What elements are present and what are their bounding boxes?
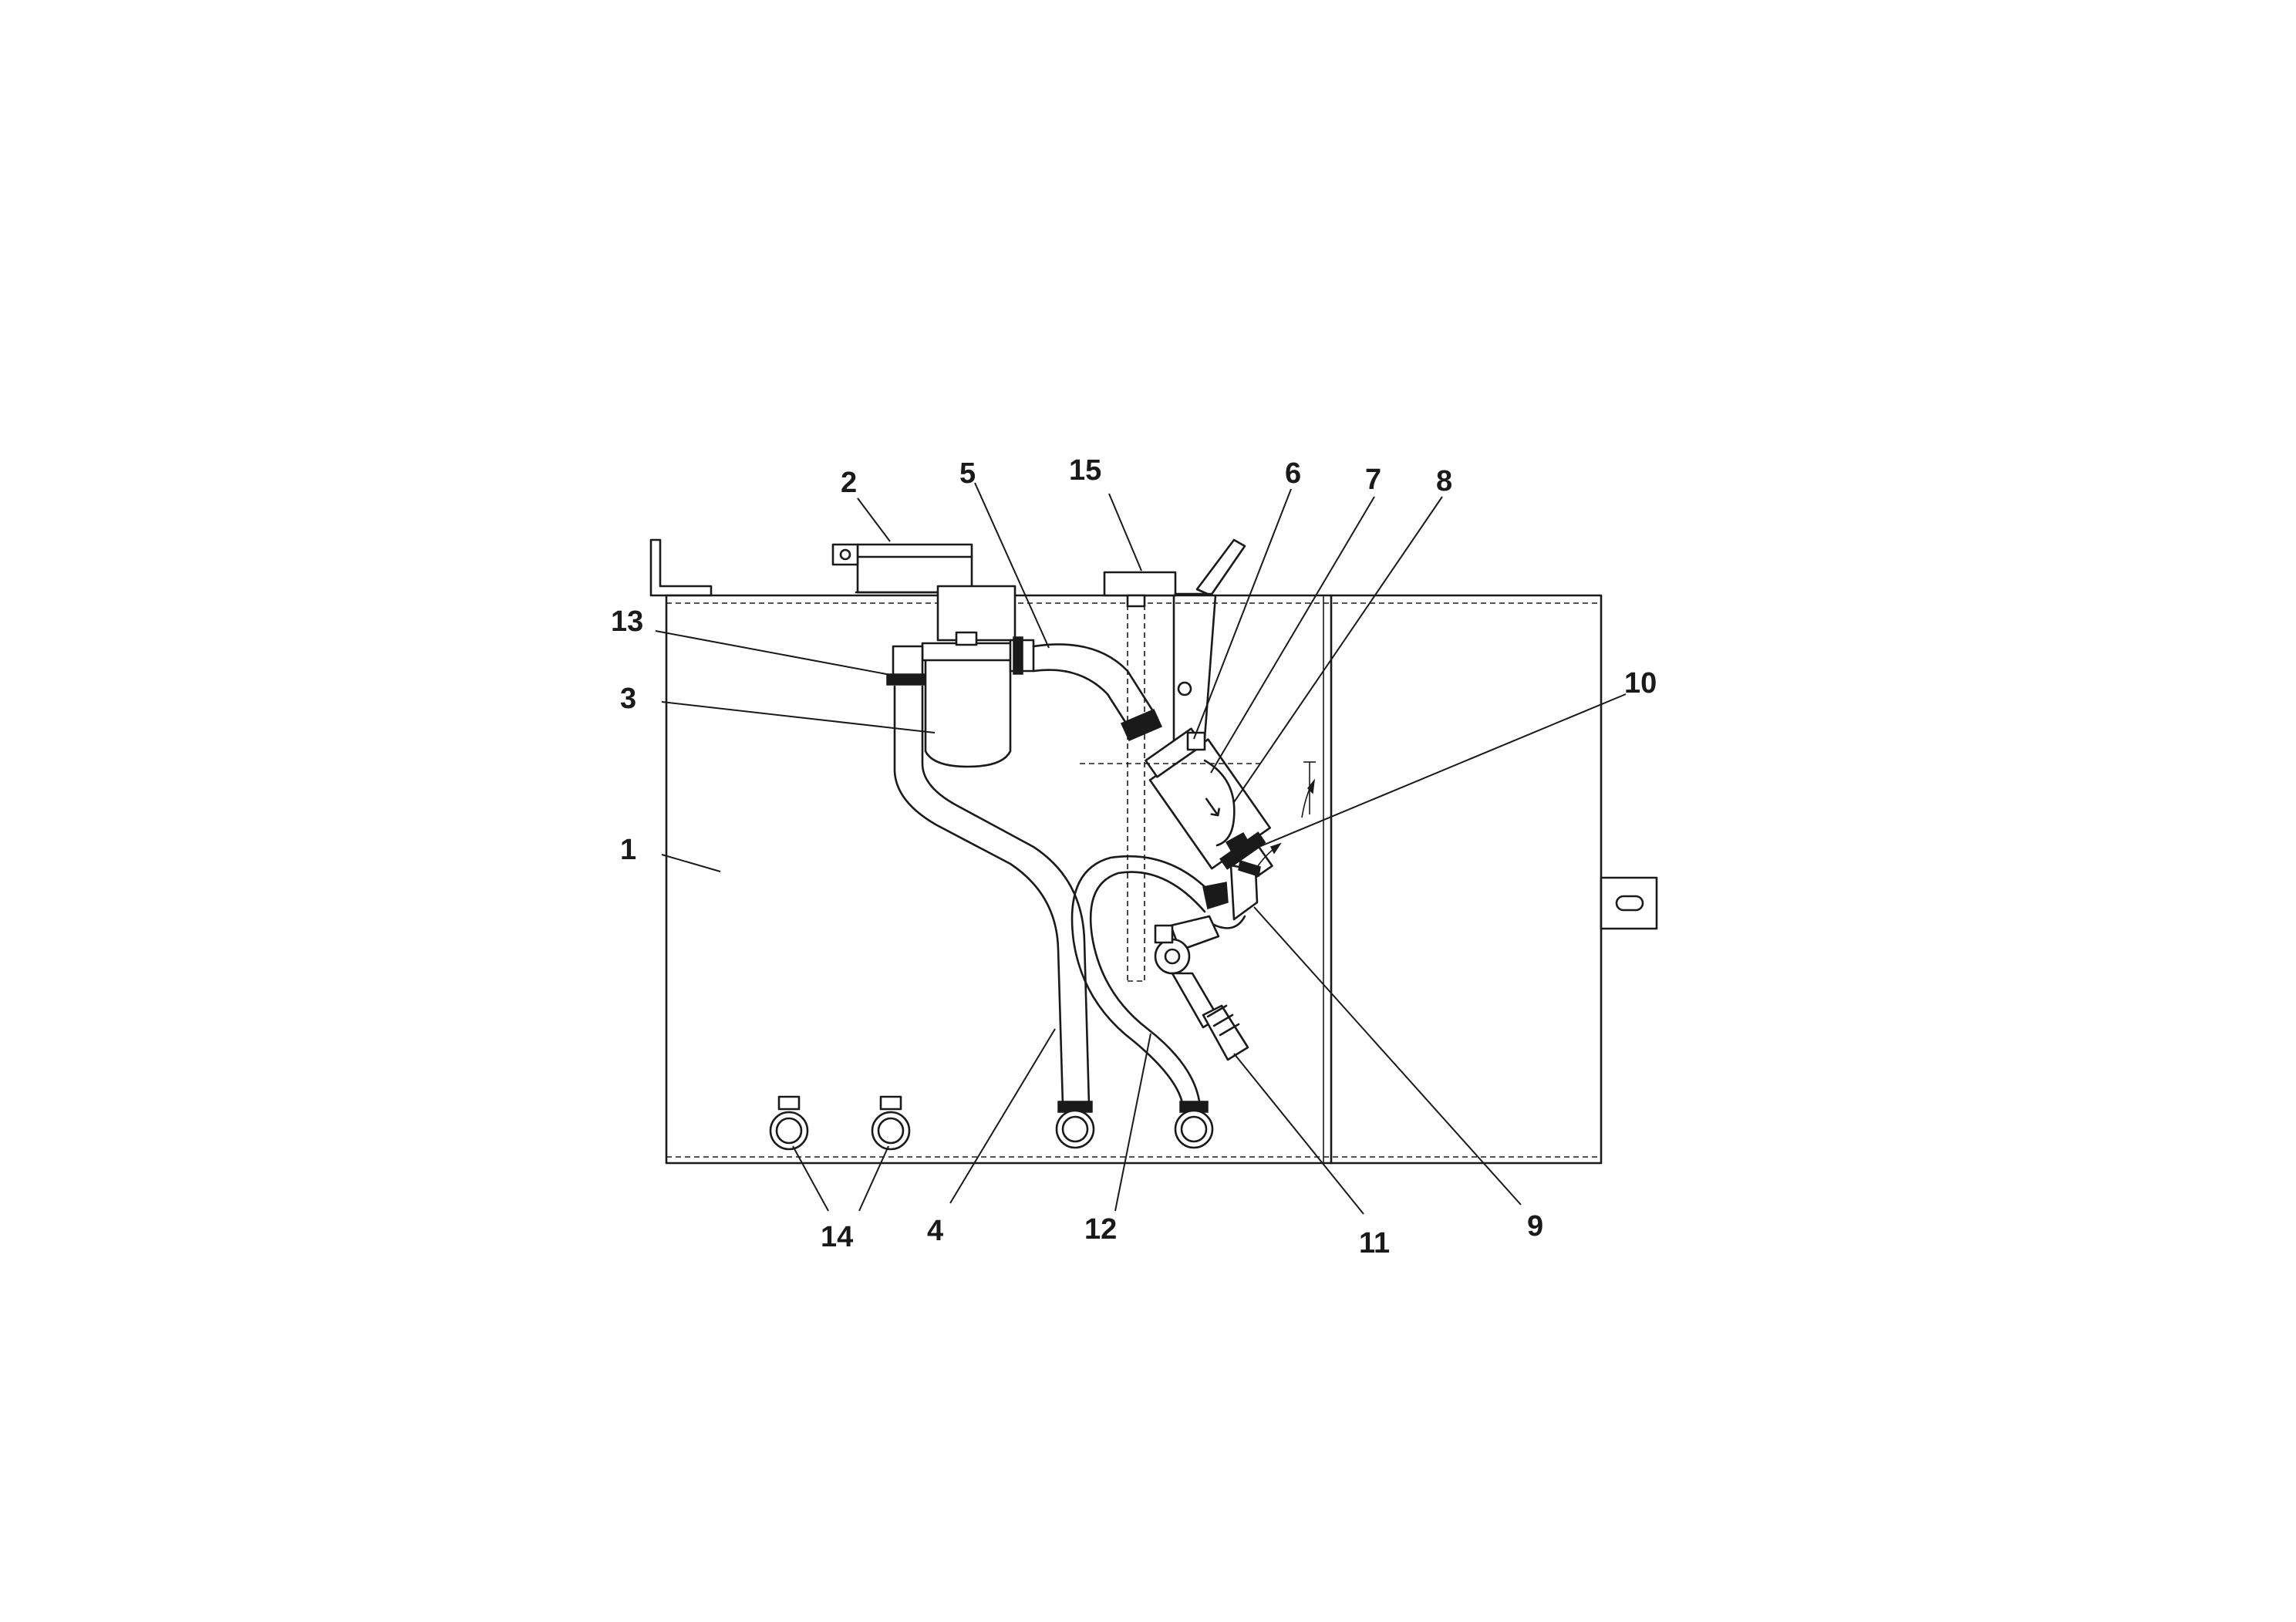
valve-assembly (1080, 727, 1316, 885)
side-mounting-lug (1600, 876, 1658, 930)
hose-12 (1070, 855, 1229, 1113)
leader-11 (1233, 1053, 1364, 1215)
port-hose-12 (1174, 1109, 1214, 1149)
leader-7 (1210, 496, 1375, 774)
breather-filler (831, 543, 976, 594)
bottom-ports (769, 1095, 1214, 1151)
callout-15: 15 (1069, 454, 1101, 487)
fitting-9 (1208, 860, 1261, 929)
leader-5 (974, 482, 1050, 649)
callout-13: 13 (611, 605, 643, 638)
leader-9 (1253, 906, 1522, 1206)
callout-12: 12 (1084, 1213, 1117, 1246)
callout-6: 6 (1285, 457, 1301, 490)
callout-4: 4 (927, 1215, 943, 1247)
callout-8: 8 (1436, 465, 1452, 497)
callout-11: 11 (1359, 1227, 1390, 1259)
hose-5 (1032, 643, 1162, 741)
callout-7: 7 (1365, 464, 1381, 496)
callout-labels: 1 2 3 4 5 6 7 8 9 10 11 12 13 14 15 (611, 454, 1657, 1259)
leader-14a (792, 1145, 829, 1212)
leader-8 (1233, 496, 1443, 803)
return-filter (886, 585, 1035, 768)
leader-3 (661, 701, 936, 733)
callout-9: 9 (1527, 1210, 1543, 1243)
fitting-11 (1154, 915, 1249, 1061)
leader-4 (949, 1028, 1056, 1204)
port-14-left (769, 1095, 809, 1151)
callout-2: 2 (841, 467, 857, 499)
leader-1 (661, 854, 721, 872)
leader-13 (655, 630, 895, 676)
leader-14b (858, 1145, 889, 1212)
port-14-right (871, 1095, 911, 1151)
leader-6 (1193, 488, 1292, 740)
leader-15 (1108, 493, 1142, 572)
callout-10: 10 (1624, 667, 1657, 700)
leader-12 (1114, 1033, 1151, 1212)
tank-body (649, 538, 1603, 1165)
hose-4 (893, 685, 1093, 1113)
callout-1: 1 (620, 834, 636, 866)
callout-14: 14 (821, 1221, 853, 1253)
port-hose-4 (1055, 1109, 1095, 1149)
callout-3: 3 (620, 683, 636, 715)
leader-lines (655, 482, 1627, 1215)
leader-10 (1247, 693, 1627, 852)
callout-5: 5 (959, 457, 976, 490)
leader-2 (857, 497, 891, 542)
